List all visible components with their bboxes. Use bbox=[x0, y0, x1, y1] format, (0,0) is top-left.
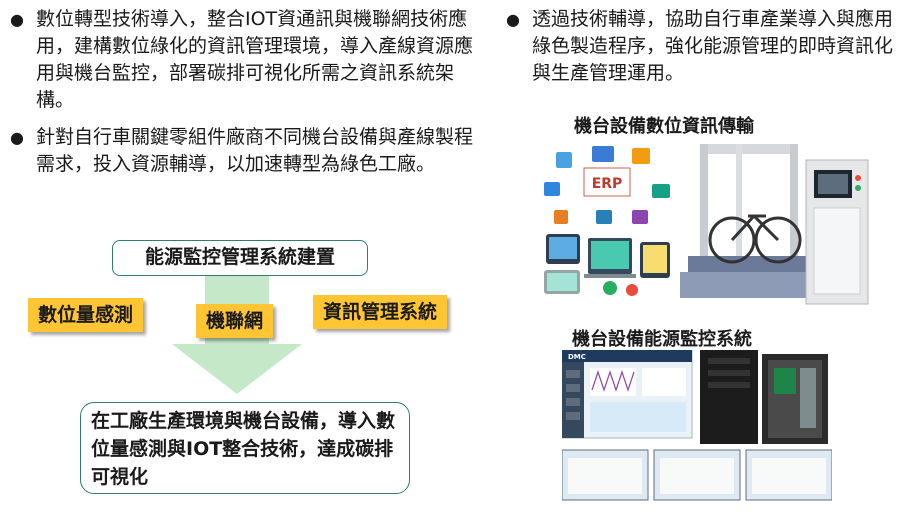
energy-monitor-image: DMC bbox=[562, 350, 832, 501]
tag-info-management: 資訊管理系統 bbox=[313, 295, 448, 329]
bullet-dot: ● bbox=[10, 10, 24, 29]
monitor-panels bbox=[562, 449, 832, 501]
bullet-item: ● 針對自行車關鍵零組件廠商不同機台設備與產線製程需求，投入資源輔導，以加速轉型… bbox=[4, 124, 474, 178]
control-cabinet bbox=[805, 159, 869, 305]
bullet-dot: ● bbox=[506, 10, 520, 29]
erp-label: ERP bbox=[592, 176, 623, 192]
server-hardware bbox=[700, 350, 828, 444]
bullet-text: 數位轉型技術導入，整合IOT資通訊與機聯網技術應用，建構數位綠化的資訊管理環境，… bbox=[36, 8, 474, 111]
erp-diagram: ERP bbox=[540, 146, 680, 296]
tag-digital-sensing: 數位量感測 bbox=[28, 298, 144, 332]
tag-machine-network: 機聯網 bbox=[196, 304, 274, 338]
left-bullet-list: ● 數位轉型技術導入，整合IOT資通訊與機聯網技術應用，建構數位綠化的資訊管理環… bbox=[4, 6, 474, 178]
energy-title: 機台設備能源監控系統 bbox=[572, 329, 752, 350]
bullet-text: 針對自行車關鍵零組件廠商不同機台設備與產線製程需求，投入資源輔導，以加速轉型為綠… bbox=[36, 126, 474, 175]
dmc-label: DMC bbox=[568, 353, 586, 361]
machine-transfer-image: ERP bbox=[540, 144, 869, 305]
bullet-dot: ● bbox=[10, 128, 24, 147]
dashboard-screen: DMC bbox=[562, 350, 693, 439]
result-box: 在工廠生產環境與機台設備，導入數位量感測與IOT整合技術，達成碳排可視化 bbox=[80, 402, 410, 494]
bullet-item: ● 數位轉型技術導入，整合IOT資通訊與機聯網技術應用，建構數位綠化的資訊管理環… bbox=[4, 6, 474, 114]
bullet-text: 透過技術輔導，協助自行車產業導入與應用綠色製造程序，強化能源管理的即時資訊化與生… bbox=[532, 8, 894, 84]
transfer-title: 機台設備數位資訊傳輸 bbox=[574, 116, 754, 137]
test-rig-machine bbox=[680, 144, 818, 298]
bullet-item: ● 透過技術輔導，協助自行車產業導入與應用綠色製造程序，強化能源管理的即時資訊化… bbox=[500, 6, 900, 87]
right-bullet-list: ● 透過技術輔導，協助自行車產業導入與應用綠色製造程序，強化能源管理的即時資訊化… bbox=[500, 6, 900, 87]
energy-system-box: 能源監控管理系統建置 bbox=[112, 240, 368, 276]
